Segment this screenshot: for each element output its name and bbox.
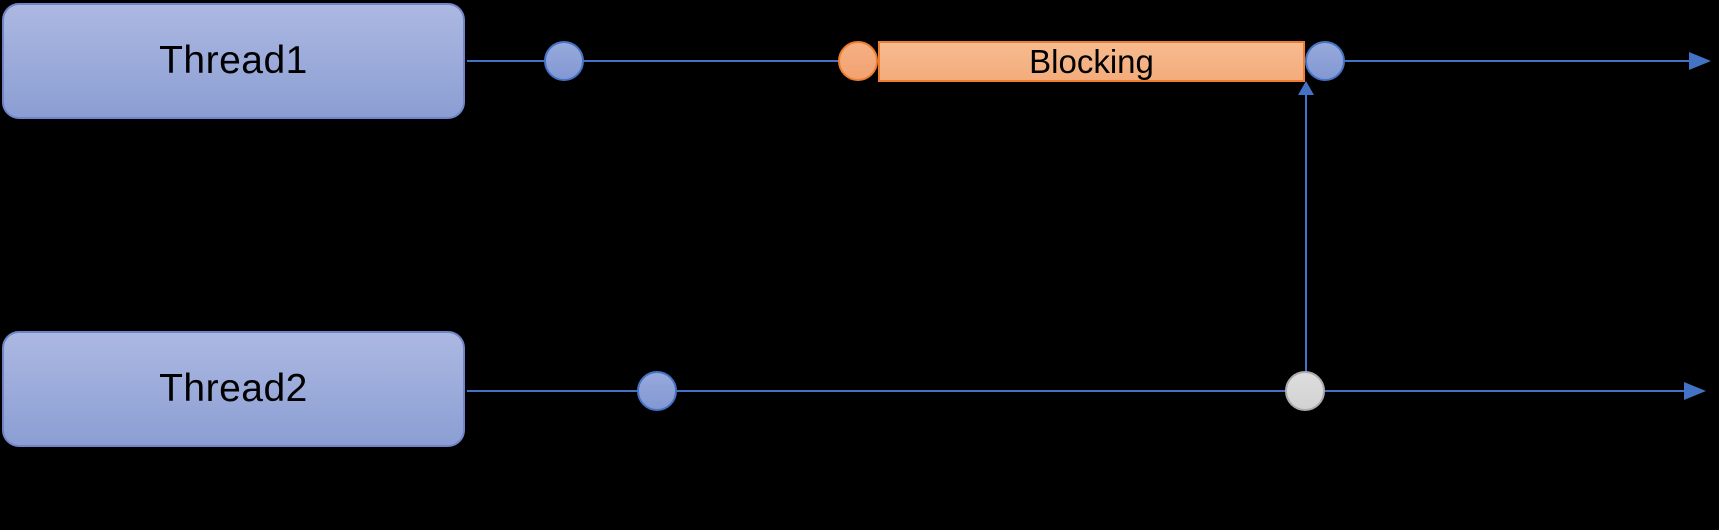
thread2-timeline (467, 390, 1688, 392)
thread1-event-dot (544, 41, 584, 81)
blocking-end-dot (1305, 41, 1345, 81)
thread1-label: Thread1 (159, 39, 308, 82)
thread1-node: Thread1 (2, 3, 465, 119)
thread2-node: Thread2 (2, 331, 465, 447)
thread2-event-dot (637, 371, 677, 411)
signal-arrowhead-up-icon (1298, 81, 1314, 95)
signal-arrow-line (1305, 94, 1307, 391)
thread2-signal-dot (1285, 371, 1325, 411)
blocking-bar-label: Blocking (1029, 42, 1154, 80)
thread1-timeline-arrowhead-icon (1689, 52, 1711, 70)
blocking-bar: Blocking (878, 41, 1305, 82)
blocking-start-dot (838, 41, 878, 81)
thread2-label: Thread2 (159, 367, 308, 410)
thread2-timeline-arrowhead-icon (1684, 382, 1706, 400)
